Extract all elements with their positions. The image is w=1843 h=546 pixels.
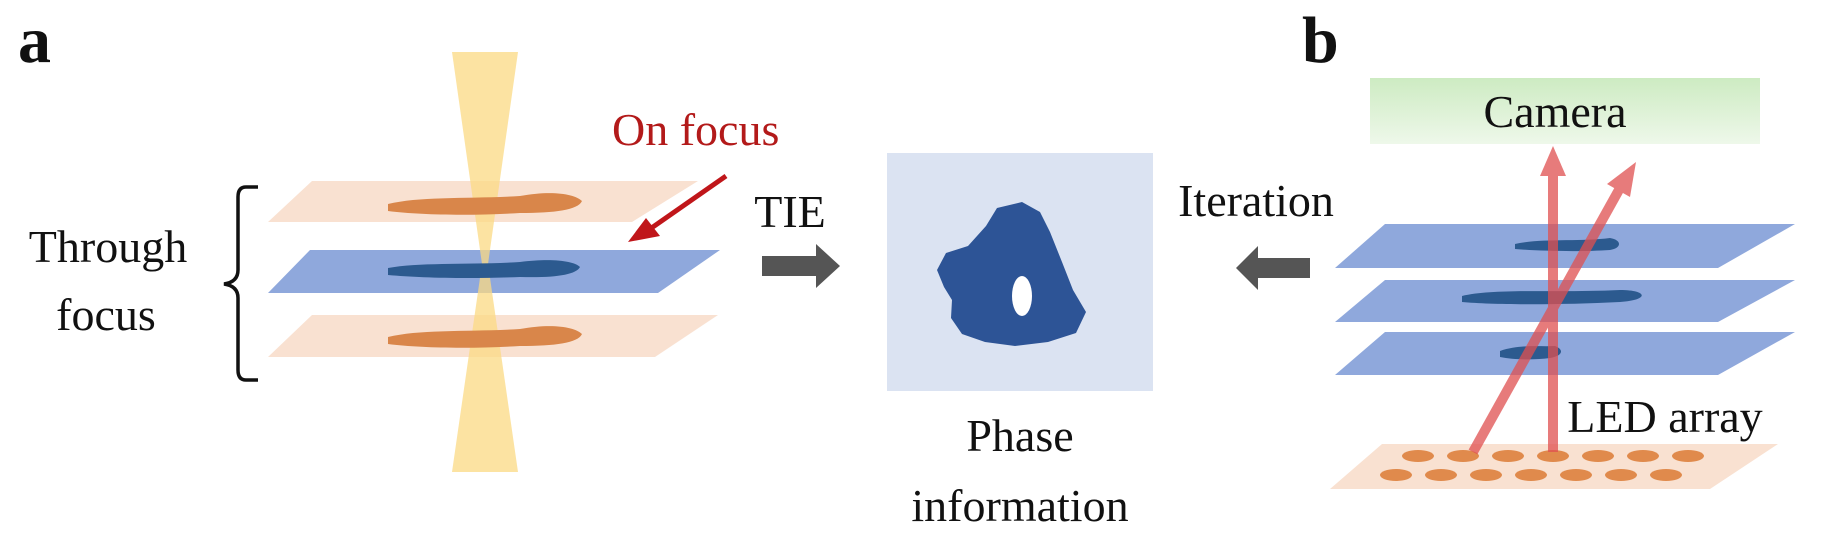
led-spot (1605, 469, 1637, 481)
on-focus-arrow-head (628, 218, 660, 242)
led-spot (1515, 469, 1547, 481)
led-spot (1402, 450, 1434, 462)
led-array-label: LED array (1567, 391, 1762, 442)
through-focus-bracket (223, 185, 258, 382)
on-focus-arrow-shaft (648, 173, 728, 232)
defocus-sample-top (388, 193, 582, 215)
focus-sample (388, 260, 580, 279)
oblique-beam (1468, 185, 1625, 455)
illumination-beams (1468, 146, 1636, 455)
led-spots (1380, 450, 1704, 481)
iteration-label: Iteration (1178, 175, 1334, 226)
through-focus-label-line1: Through (29, 221, 187, 272)
phase-shape (937, 202, 1086, 346)
panel-a-letter: a (18, 4, 51, 77)
led-spot (1582, 450, 1614, 462)
led-spot (1537, 450, 1569, 462)
tie-label: TIE (754, 186, 826, 237)
phase-info-label-line1: Phase (966, 410, 1073, 461)
iteration-arrow (1236, 246, 1310, 290)
camera-box (1370, 78, 1760, 144)
phase-info-label-line2: information (911, 480, 1128, 531)
beam-cone-lower (452, 264, 518, 472)
vertical-beam-head (1540, 146, 1566, 176)
panel-b-letter: b (1302, 4, 1339, 77)
beam-cone-upper (452, 52, 518, 264)
on-focus-label: On focus (612, 104, 779, 155)
led-spot (1380, 469, 1412, 481)
camera-label: Camera (1483, 86, 1626, 137)
led-spot (1650, 469, 1682, 481)
led-spot (1492, 450, 1524, 462)
b-plane-bottom (1335, 332, 1795, 375)
oblique-beam-head (1607, 162, 1636, 197)
led-spot (1447, 450, 1479, 462)
through-focus-label-line2: focus (56, 289, 156, 340)
tie-arrow (762, 244, 840, 288)
defocus-sample-bottom (388, 326, 582, 348)
phase-shape-hole (1012, 276, 1032, 316)
led-spot (1425, 469, 1457, 481)
led-spot (1560, 469, 1592, 481)
led-spot (1470, 469, 1502, 481)
led-spot (1672, 450, 1704, 462)
led-spot (1627, 450, 1659, 462)
